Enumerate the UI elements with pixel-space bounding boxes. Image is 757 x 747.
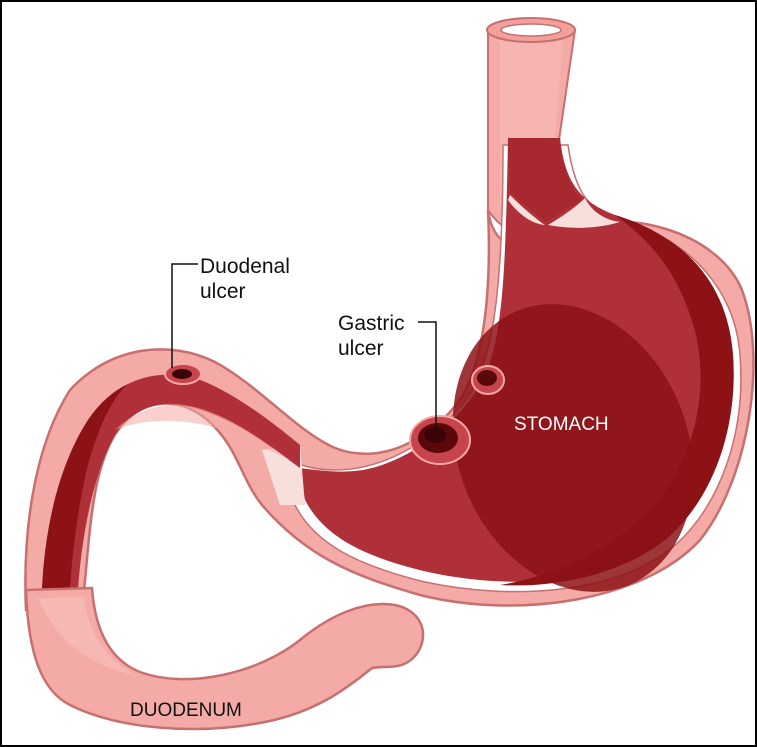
duodenal-ulcer-label-line2: ulcer bbox=[200, 280, 246, 303]
gastric-ulcer bbox=[410, 416, 470, 464]
gastric-ulcer-label-line1: Gastric bbox=[338, 312, 405, 335]
duodenum-label: DUODENUM bbox=[130, 700, 242, 721]
gastric-ulcer-leader bbox=[418, 322, 436, 432]
gastric-ulcer-small bbox=[472, 366, 504, 394]
stomach-label: STOMACH bbox=[514, 414, 609, 435]
duodenal-ulcer bbox=[165, 364, 201, 384]
duodenal-ulcer-label-line1: Duodenal bbox=[200, 255, 290, 278]
gastric-ulcer-label-line2: ulcer bbox=[338, 337, 384, 360]
